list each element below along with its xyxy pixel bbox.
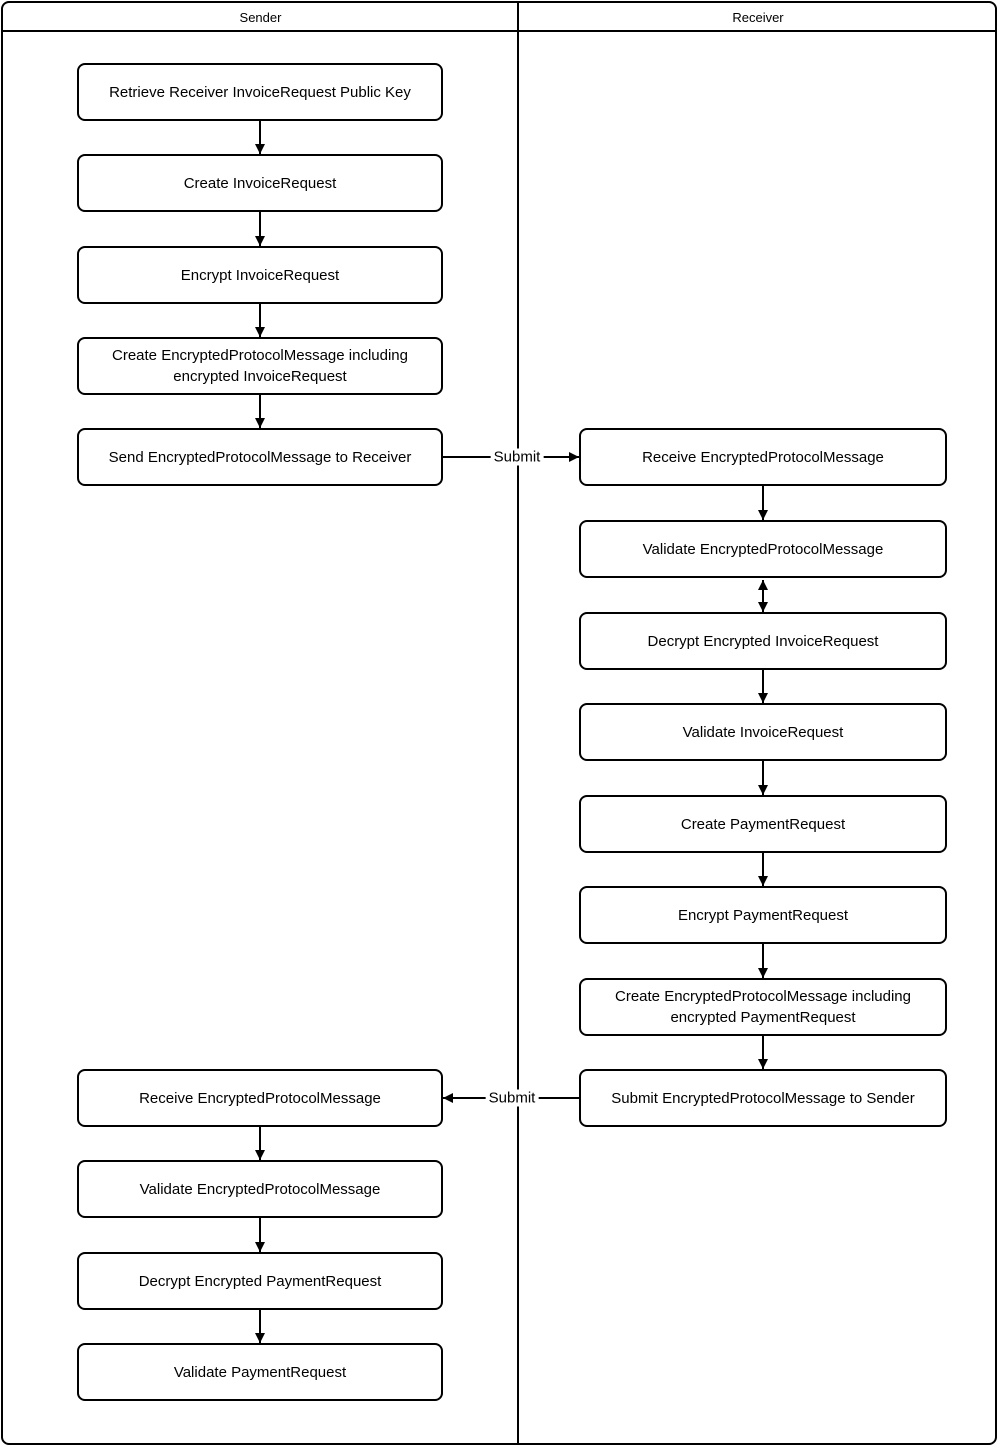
node-decrypt-encrypted-invoicerequest: Decrypt Encrypted InvoiceRequest [579,612,947,670]
edge-label-submit-to-sender: Submit [485,1089,539,1107]
node-create-epm-paymentrequest: Create EncryptedProtocolMessage includin… [579,978,947,1036]
node-encrypt-invoicerequest: Encrypt InvoiceRequest [77,246,443,304]
node-validate-invoicerequest: Validate InvoiceRequest [579,703,947,761]
node-retrieve-receiver-public-key: Retrieve Receiver InvoiceRequest Public … [77,63,443,121]
node-receive-epm-receiver: Receive EncryptedProtocolMessage [579,428,947,486]
node-create-epm-invoicerequest: Create EncryptedProtocolMessage includin… [77,337,443,395]
lane-title-sender: Sender [239,9,282,25]
node-validate-epm-sender: Validate EncryptedProtocolMessage [77,1160,443,1218]
lane-title-receiver: Receiver [732,9,784,25]
node-create-invoicerequest: Create InvoiceRequest [77,154,443,212]
node-send-epm-to-receiver: Send EncryptedProtocolMessage to Receive… [77,428,443,486]
node-encrypt-paymentrequest: Encrypt PaymentRequest [579,886,947,944]
node-submit-epm-to-sender: Submit EncryptedProtocolMessage to Sende… [579,1069,947,1127]
node-validate-paymentrequest: Validate PaymentRequest [77,1343,443,1401]
node-decrypt-encrypted-paymentrequest: Decrypt Encrypted PaymentRequest [77,1252,443,1310]
node-validate-epm-receiver: Validate EncryptedProtocolMessage [579,520,947,578]
node-create-paymentrequest: Create PaymentRequest [579,795,947,853]
lane-header-receiver: Receiver [519,3,997,31]
lane-header-sender: Sender [3,3,518,31]
edge-label-submit-to-receiver: Submit [490,448,544,466]
node-receive-epm-sender: Receive EncryptedProtocolMessage [77,1069,443,1127]
